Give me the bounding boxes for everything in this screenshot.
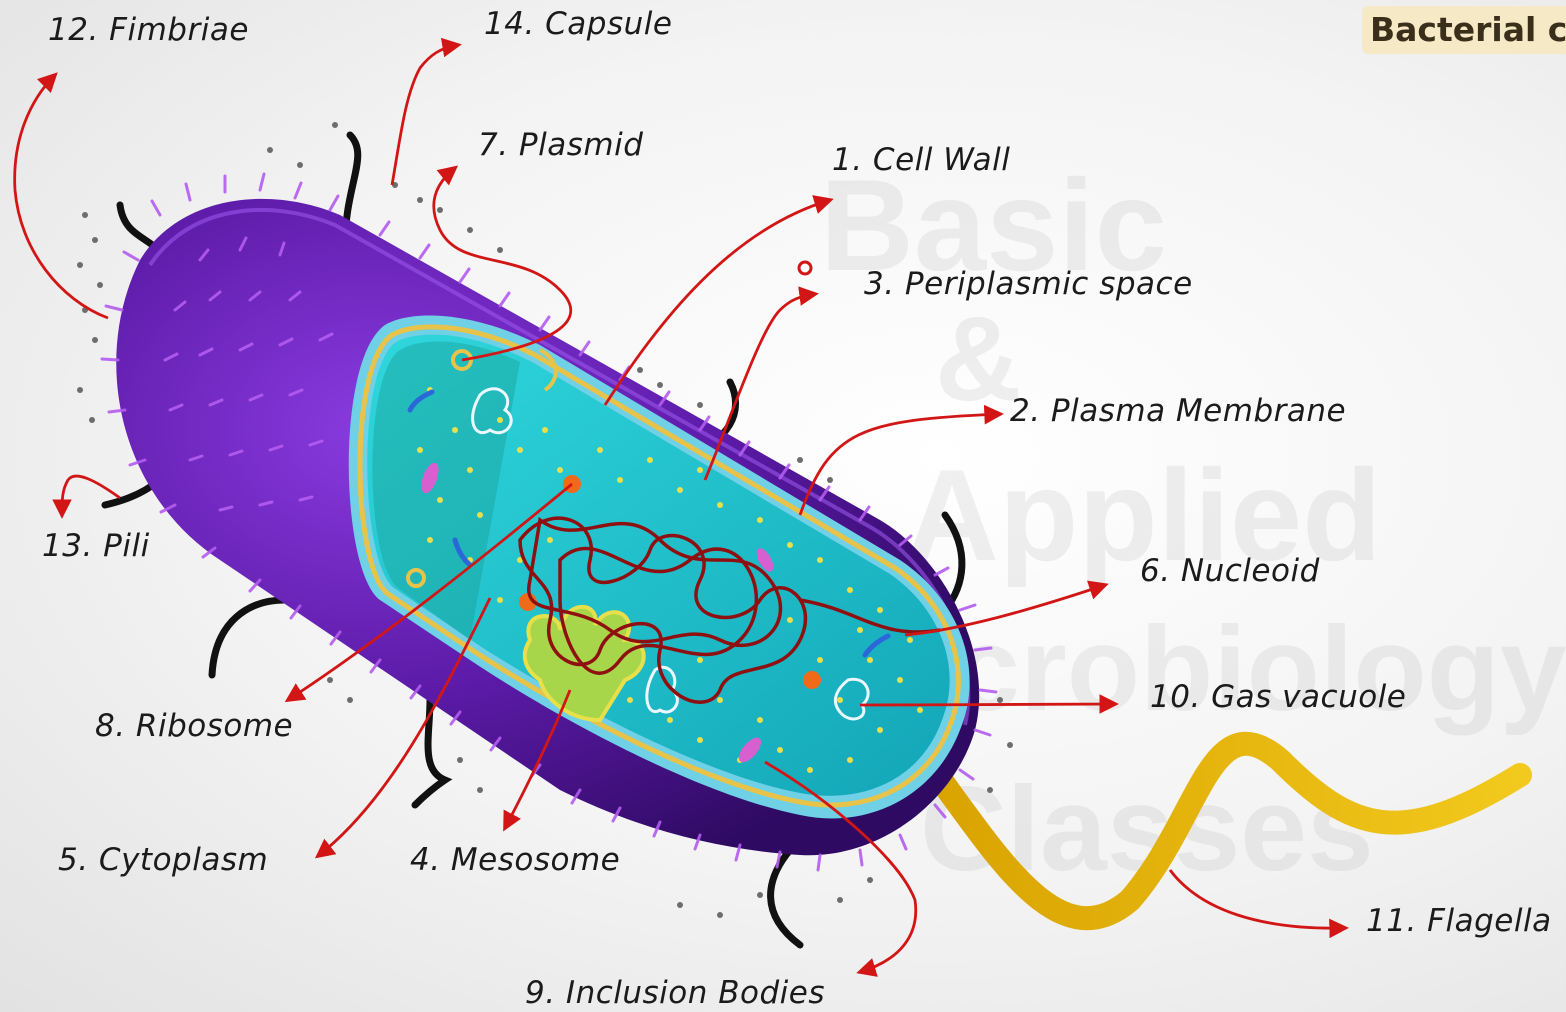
label-pili: 13. Pili bbox=[42, 528, 150, 564]
pointer-marker bbox=[799, 262, 811, 274]
label-gas-vacuole: 10. Gas vacuole bbox=[1150, 679, 1406, 715]
flagellum bbox=[930, 744, 1520, 918]
label-flagella: 11. Flagella bbox=[1366, 903, 1552, 939]
label-mesosome: 4. Mesosome bbox=[410, 842, 620, 878]
arrow-fimbriae bbox=[15, 75, 108, 318]
cutaway bbox=[349, 315, 970, 818]
label-fimbriae: 12. Fimbriae bbox=[48, 12, 249, 48]
label-nucleoid: 6. Nucleoid bbox=[1140, 553, 1320, 589]
diagram-title: Bacterial c bbox=[1362, 6, 1566, 54]
arrow-flagella bbox=[1170, 870, 1345, 928]
label-ribosome: 8. Ribosome bbox=[95, 708, 293, 744]
label-inclusion-bodies: 9. Inclusion Bodies bbox=[525, 975, 825, 1011]
label-plasma-membrane: 2. Plasma Membrane bbox=[1010, 393, 1346, 429]
arrow-gas-vacuole bbox=[860, 704, 1115, 705]
label-cell-wall: 1. Cell Wall bbox=[832, 142, 1010, 178]
label-capsule: 14. Capsule bbox=[484, 6, 672, 42]
label-cytoplasm: 5. Cytoplasm bbox=[58, 842, 268, 878]
arrow-cell-wall bbox=[605, 200, 830, 405]
label-plasmid: 7. Plasmid bbox=[478, 127, 643, 163]
label-periplasmic-space: 3. Periplasmic space bbox=[864, 266, 1193, 302]
arrow-pili bbox=[62, 476, 120, 515]
arrow-capsule bbox=[392, 45, 458, 185]
